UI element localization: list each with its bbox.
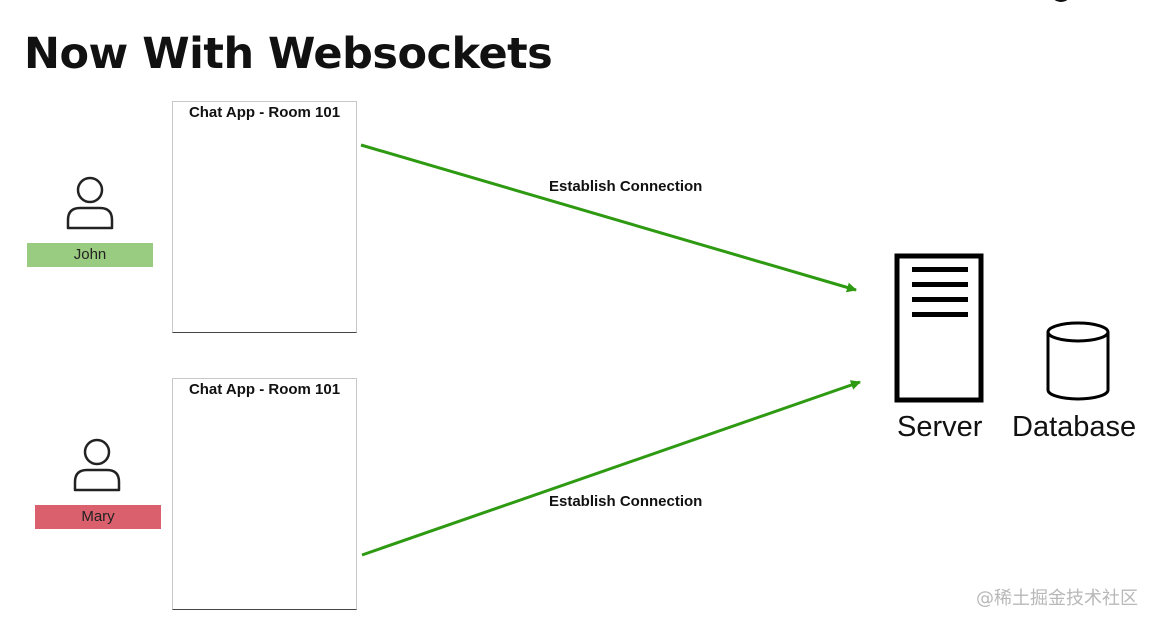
chat-window-title: Chat App - Room 101 [188, 381, 341, 398]
corner-decoration [1050, 0, 1072, 2]
user-icon [66, 176, 114, 230]
watermark: @稀土掘金技术社区 [976, 588, 1138, 609]
database-icon [1046, 321, 1110, 401]
connection-label: Establish Connection [549, 493, 703, 510]
server-icon [894, 253, 984, 403]
chat-window-john: Chat App - Room 101 [172, 101, 357, 333]
user-icon [73, 438, 121, 492]
page-title: Now With Websockets [24, 29, 553, 79]
connection-label: Establish Connection [549, 178, 703, 195]
database-label: Database [1012, 411, 1137, 443]
server-label: Server [897, 411, 983, 443]
connection-arrow-mary [361, 380, 861, 557]
connection-arrow-john [360, 143, 857, 293]
user-label-john: John [27, 243, 153, 267]
user-label-mary: Mary [35, 505, 161, 529]
chat-window-mary: Chat App - Room 101 [172, 378, 357, 610]
chat-window-title: Chat App - Room 101 [188, 104, 341, 121]
